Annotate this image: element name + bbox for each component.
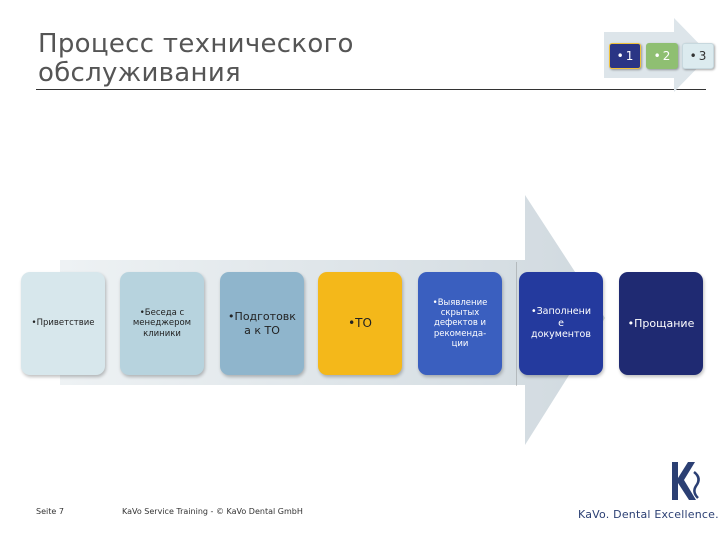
footer-course: KaVo Service Training - © KaVo Dental Gm…: [122, 507, 303, 516]
title-line-1: Процесс технического: [38, 29, 354, 59]
process-step-1: Приветствие: [21, 272, 105, 375]
process-step-label: Подготовк а к ТО: [228, 310, 296, 336]
arrow-divider: [516, 262, 517, 386]
process-step-label: Прощание: [628, 317, 694, 330]
process-step-4: ТО: [318, 272, 402, 375]
process-step-label: Заполнени е документов: [531, 306, 591, 340]
nav-item-3[interactable]: 3: [682, 43, 714, 69]
slide-title: Процесс технического обслуживания: [38, 30, 458, 88]
nav-item-label: 2: [654, 49, 671, 63]
page-number: Seite 7: [36, 507, 64, 516]
process-step-3: Подготовк а к ТО: [220, 272, 304, 375]
nav-item-1[interactable]: 1: [609, 43, 641, 69]
process-step-label: Приветствие: [32, 318, 95, 328]
process-step-2: Беседа с менеджером клиники: [120, 272, 204, 375]
nav-item-label: 1: [617, 49, 634, 63]
process-step-label: ТО: [348, 316, 372, 330]
nav-item-2[interactable]: 2: [646, 43, 678, 69]
process-step-6: Заполнени е документов: [519, 272, 603, 375]
process-step-5: Выявление скрытых дефектов и рекоменда- …: [418, 272, 502, 375]
title-underline: [36, 89, 706, 90]
nav-item-label: 3: [690, 49, 707, 63]
process-step-label: Выявление скрытых дефектов и рекоменда- …: [433, 298, 487, 349]
brand-tagline: KaVo. Dental Excellence.: [578, 508, 719, 521]
title-line-2: обслуживания: [38, 58, 241, 88]
process-step-7: Прощание: [619, 272, 703, 375]
process-step-label: Беседа с менеджером клиники: [133, 308, 191, 339]
kavo-logo-icon: [672, 462, 700, 500]
